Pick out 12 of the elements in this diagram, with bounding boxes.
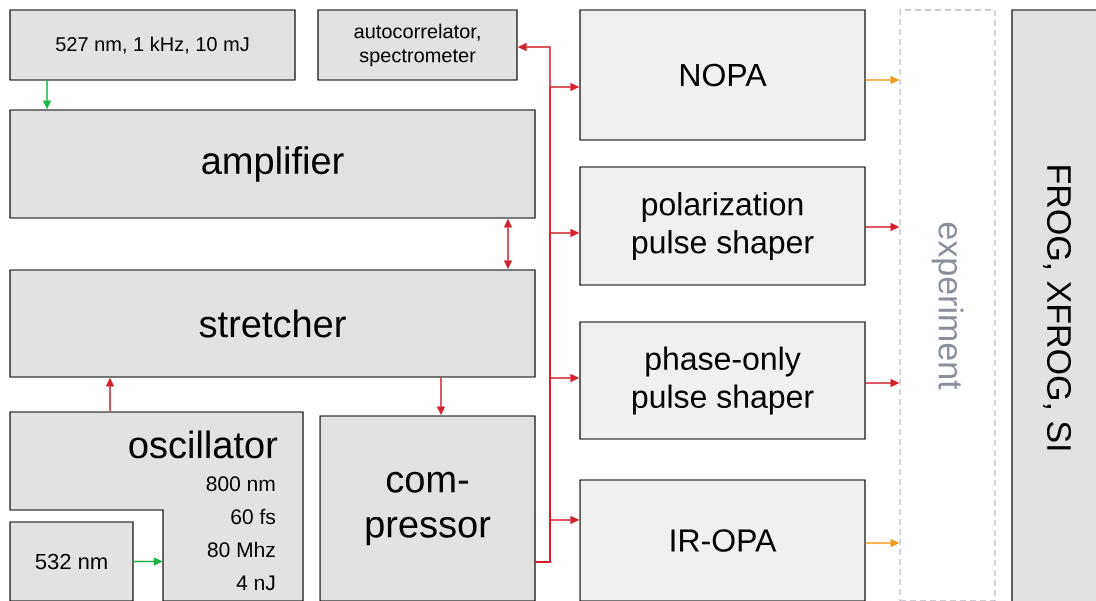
experiment-box: experiment <box>899 9 996 601</box>
process-box: stretcher <box>9 269 536 378</box>
measurement-box: FROG, XFROG, SI <box>1011 9 1096 601</box>
process-box: com- pressor <box>319 415 536 601</box>
process-box: amplifier <box>9 109 536 219</box>
process-box: polarization pulse shaper <box>579 166 866 286</box>
instrument-box: autocorrelator, spectrometer <box>317 9 518 81</box>
process-box: NOPA <box>579 9 866 141</box>
laser-box: 527 nm, 1 kHz, 10 mJ <box>9 9 296 81</box>
process-box: IR-OPA <box>579 479 866 601</box>
process-box: phase-only pulse shaper <box>579 321 866 440</box>
laser-box: 532 nm <box>9 521 134 601</box>
